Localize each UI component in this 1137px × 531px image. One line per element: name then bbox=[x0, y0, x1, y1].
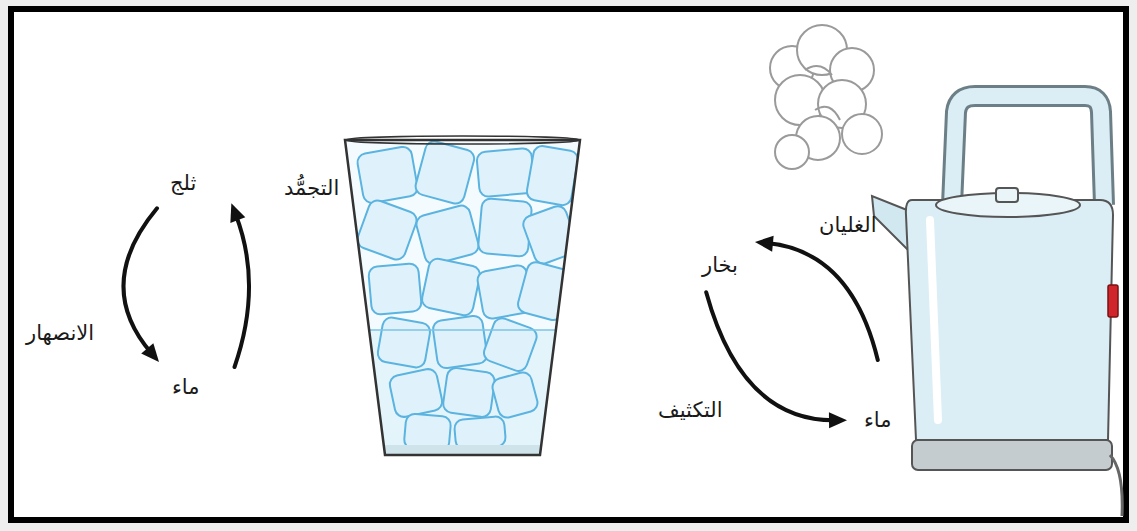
steam-cloud bbox=[770, 25, 882, 169]
arrow-head bbox=[829, 412, 847, 428]
arrow-line bbox=[706, 292, 835, 420]
cycle-arrow bbox=[230, 203, 249, 367]
ice-glass bbox=[340, 136, 590, 460]
arrow-line bbox=[235, 214, 249, 367]
process-label: الغليان bbox=[816, 211, 879, 239]
process-label: التجمُّد bbox=[281, 174, 342, 202]
state-name: ماء bbox=[172, 374, 200, 400]
arrow-head bbox=[141, 343, 159, 362]
arrow-head bbox=[755, 236, 774, 252]
process-label: الانصهار bbox=[23, 319, 97, 347]
cycle-arrow bbox=[123, 208, 159, 362]
process-label: التكثيف bbox=[655, 396, 726, 424]
arrow-line bbox=[123, 208, 157, 353]
arrow-line bbox=[767, 243, 878, 360]
electric-kettle bbox=[872, 96, 1122, 516]
state-name: ماء bbox=[864, 407, 892, 433]
state-label: ماء bbox=[859, 405, 897, 435]
arrow-head bbox=[230, 203, 245, 223]
state-label: ماء bbox=[167, 372, 205, 402]
state-name: بخار bbox=[702, 252, 738, 278]
cycle-arrow bbox=[755, 236, 878, 360]
cycle-arrow bbox=[706, 292, 847, 428]
state-label: بخار bbox=[697, 250, 743, 280]
state-label: ثلج bbox=[165, 168, 201, 198]
state-name: ثلج bbox=[170, 170, 196, 196]
